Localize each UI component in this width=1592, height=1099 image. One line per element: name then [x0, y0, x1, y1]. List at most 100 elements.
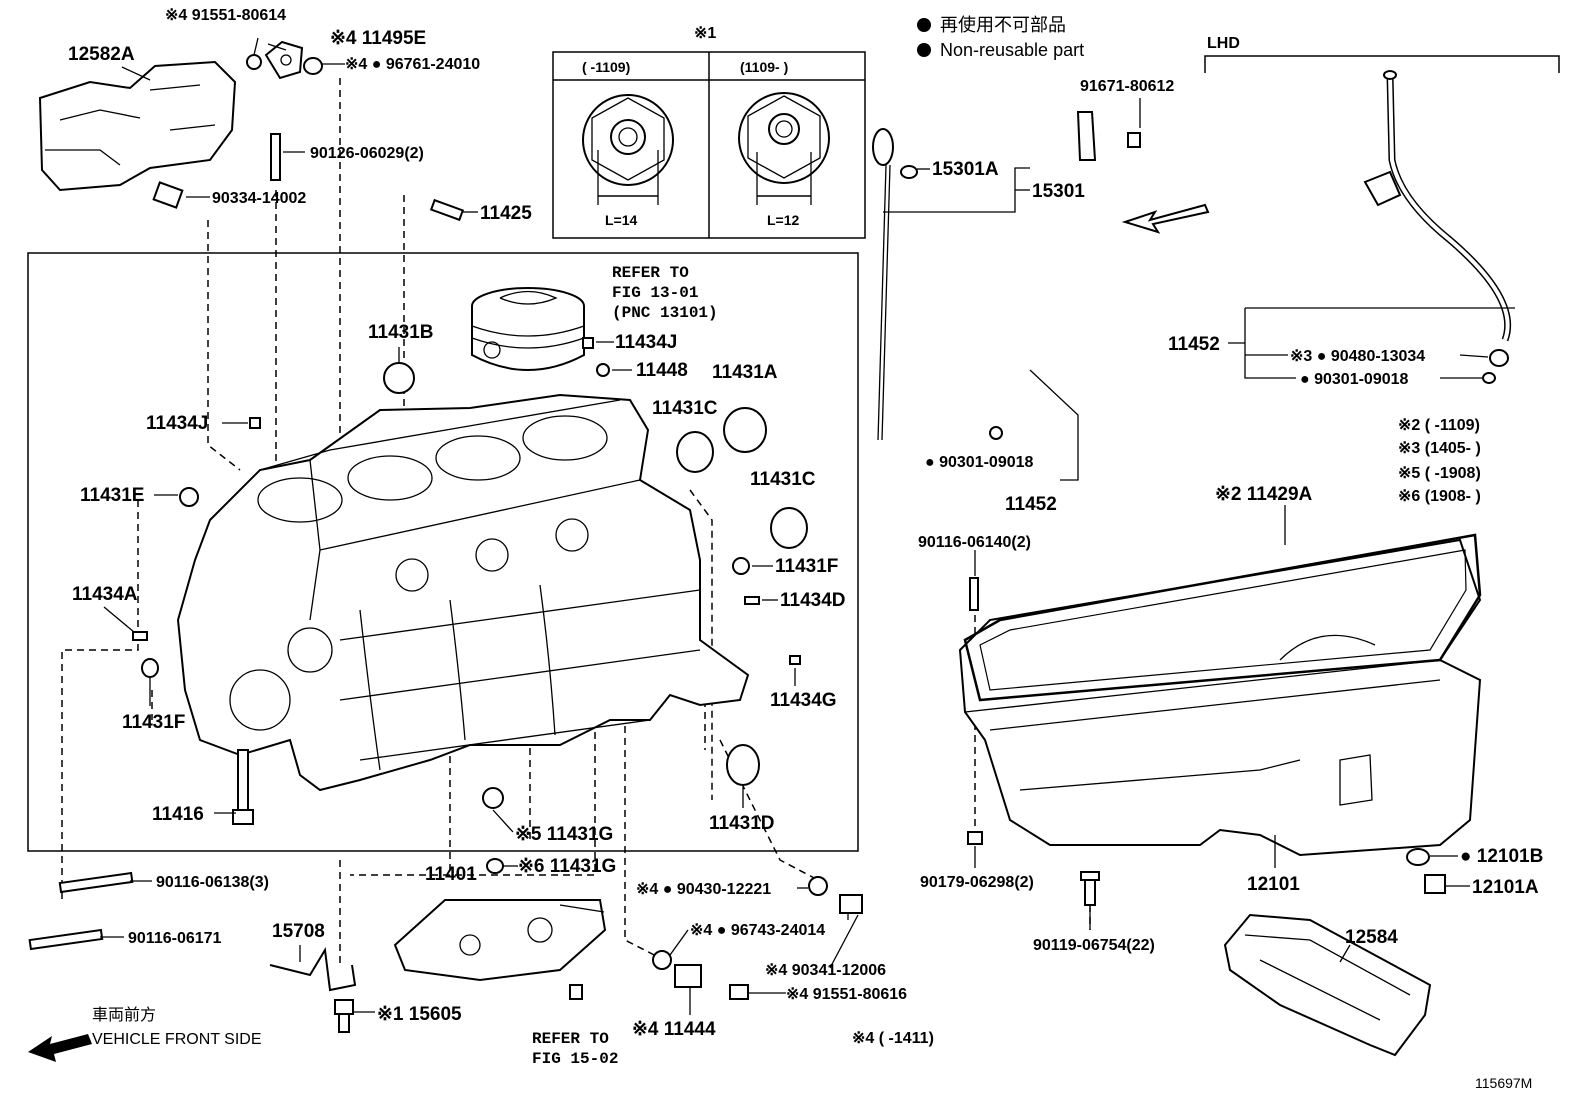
gasket-90430-icon: [808, 876, 828, 896]
label-11448: 11448: [636, 360, 688, 381]
label-90430: ※4 ● 90430-12221: [636, 881, 771, 898]
bolt-91551-80616-icon: [729, 984, 749, 1000]
plug-11431f-left-icon: [141, 658, 159, 678]
label-11452-lower: 11452: [1005, 494, 1057, 515]
detail-box-note1: ※1 ( -1109) (1109- ) L=14 L=12: [552, 25, 866, 239]
gasket-11429a-icon: [963, 533, 1482, 702]
oil-pan-12101-icon: [958, 538, 1482, 857]
ref-fig1301-line1: REFER TO: [612, 264, 689, 282]
reference-notes: REFER TO FIG 13-01 (PNC 13101) REFER TO …: [532, 264, 718, 1068]
label-90119: 90119-06754(22): [1033, 937, 1155, 954]
label-11495e: ※4 11495E: [330, 28, 426, 49]
plug-11431e-icon: [179, 487, 199, 507]
stud-90116-06171-icon: [28, 928, 104, 951]
cylinder-block-icon: [176, 393, 750, 792]
vehicle-front-en: VEHICLE FRONT SIDE: [92, 1031, 262, 1048]
cover-12582a-icon: [38, 60, 237, 192]
ref-fig1502-line2: FIG 15-02: [532, 1050, 618, 1068]
label-11416: 11416: [152, 804, 204, 825]
label-11434j-left: 11434J: [146, 413, 208, 434]
label-12101a: 12101A: [1472, 877, 1539, 898]
label-11431b: 11431B: [368, 322, 434, 343]
label-90126: 90126-06029(2): [310, 145, 424, 162]
legend-jp: 再使用不可部品: [940, 15, 1066, 35]
note1-right-length: L=12: [767, 212, 800, 228]
label-11401: 11401: [425, 864, 477, 885]
label-12101: 12101: [1247, 874, 1300, 895]
stud-90116-06138-icon: [58, 871, 134, 894]
bolt-90119-icon: [1080, 871, 1100, 906]
side-notes: ※2 ( -1109) ※3 (1405- ) ※5 ( -1908) ※6 (…: [852, 417, 1481, 1047]
part-labels: ※4 91551-80614 ※4 11495E ※4 ● 96761-2401…: [68, 7, 1543, 1040]
plug-11431a-icon: [723, 407, 767, 453]
label-12584: 12584: [1345, 927, 1398, 948]
plug-11431c-upper-icon: [676, 431, 714, 473]
pin-11434j-left-icon: [249, 417, 261, 429]
note-3: ※3 (1405- ): [1398, 440, 1481, 457]
label-11431g-upper: ※5 11431G: [515, 824, 613, 845]
label-11431a: 11431A: [712, 362, 778, 383]
label-11431e: 11431E: [80, 485, 144, 506]
pin-11434j-top-icon: [582, 337, 594, 349]
block-frame: [27, 252, 859, 852]
label-90341: ※4 90341-12006: [765, 962, 886, 979]
label-11452-lhd: 11452: [1168, 334, 1220, 355]
label-90334: 90334-14002: [212, 190, 306, 207]
label-12101b: ● 12101B: [1460, 846, 1543, 867]
dipstick-15301a-icon: [872, 128, 918, 441]
ref-fig1502-line1: REFER TO: [532, 1030, 609, 1048]
label-91551-80616: ※4 91551-80616: [786, 986, 907, 1003]
plug-11431c-lower-icon: [770, 507, 808, 549]
stud-90116-06140-icon: [969, 577, 979, 611]
label-11434d: 11434D: [780, 590, 846, 611]
legend: 再使用不可部品 Non-reusable part: [917, 15, 1084, 60]
plug-11431f-right-icon: [732, 557, 750, 575]
note-5: ※5 ( -1908): [1398, 465, 1481, 482]
label-91671: 91671-80612: [1080, 78, 1174, 95]
lhd-bracket: LHD: [1204, 35, 1560, 73]
label-11431d: 11431D: [709, 813, 775, 834]
label-11431f-right: 11431F: [775, 556, 838, 577]
label-11431c-upper: 11431C: [652, 398, 718, 419]
sensor-11495e-icon: [264, 40, 304, 80]
seal-11431d-icon: [726, 744, 760, 786]
label-90301-b: ● 90301-09018: [1300, 371, 1409, 388]
plug-90334-icon: [152, 181, 184, 209]
label-11431g-lower: ※6 11431G: [518, 856, 616, 877]
label-90116-06171: 90116-06171: [128, 930, 222, 947]
nut-90179-icon: [967, 831, 983, 845]
fitting-fig1502-icon: [569, 984, 583, 1000]
piston-icon: [471, 287, 585, 371]
plug-15605-icon: [334, 999, 354, 1033]
note1-left-length: L=14: [605, 212, 638, 228]
label-12582a: 12582A: [68, 44, 135, 65]
label-15708: 15708: [272, 921, 325, 942]
gasket-90301-a-icon: [989, 426, 1003, 440]
switch-11444-icon: [674, 964, 702, 988]
plug-11431g-upper-icon: [482, 787, 504, 809]
label-15605: ※1 15605: [377, 1004, 462, 1025]
drain-plug-12101a-icon: [1424, 874, 1446, 894]
note1-mark: ※1: [694, 25, 716, 42]
bearing-cap-11401-icon: [393, 899, 607, 982]
label-11434g: 11434G: [770, 690, 837, 711]
bolt-91551-80614-icon: [246, 37, 262, 70]
stud-90126-icon: [270, 133, 281, 181]
label-15301a: 15301A: [932, 159, 999, 180]
label-90116-06138: 90116-06138(3): [156, 874, 269, 891]
label-11425: 11425: [480, 203, 532, 224]
figure-id: 115697M: [1475, 1075, 1532, 1091]
label-11431c-lower: 11431C: [750, 469, 816, 490]
direction-arrow-icon: [1121, 203, 1210, 234]
legend-en: Non-reusable part: [940, 40, 1084, 60]
label-90480: ※3 ● 90480-13034: [1290, 348, 1425, 365]
label-90301-a: ● 90301-09018: [925, 454, 1034, 471]
label-15301: 15301: [1032, 181, 1085, 202]
bolt-11416-icon: [232, 749, 254, 825]
note-4: ※4 ( -1411): [852, 1030, 934, 1047]
baffle-12584-icon: [1223, 913, 1432, 1057]
note-2: ※2 ( -1109): [1398, 417, 1480, 434]
plug-left-icon: [582, 94, 674, 205]
label-11431f-left: 11431F: [122, 712, 185, 733]
vehicle-front-jp: 車両前方: [92, 1006, 156, 1024]
